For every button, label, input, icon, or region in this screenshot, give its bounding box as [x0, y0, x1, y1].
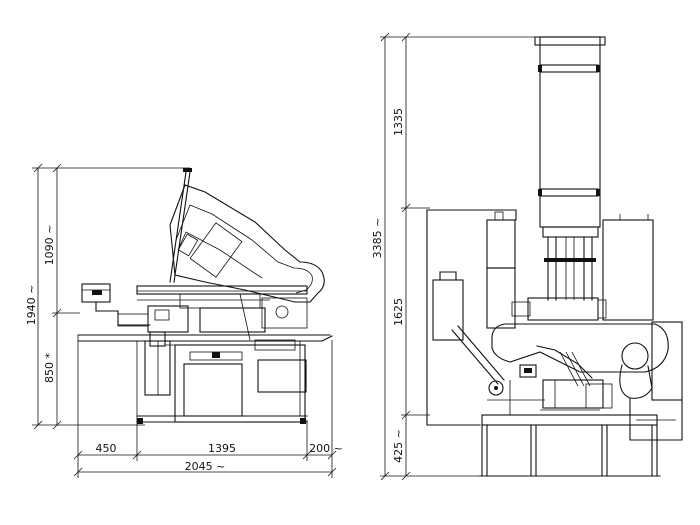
side-view-machine — [77, 168, 333, 424]
dim-front-height-total: 3385 ~ — [371, 218, 384, 259]
dim-width-right: 200 ~ — [309, 442, 343, 455]
dim-width-mid: 1395 — [208, 442, 236, 455]
side-view-height-dimensions — [32, 163, 190, 430]
front-view-height-dimensions — [380, 32, 540, 481]
dim-height-table: 850 * — [43, 353, 56, 383]
front-view: 3385 ~ 1335 1625 425 ~ — [371, 32, 683, 481]
dim-width-left: 450 — [96, 442, 117, 455]
dim-front-height-top: 1335 — [392, 108, 405, 136]
side-view: 1940 ~ 1090 ~ 850 * 450 1395 200 ~ 2045 … — [25, 163, 343, 478]
dim-height-upper: 1090 ~ — [43, 225, 56, 266]
dim-width-total: 2045 ~ — [185, 460, 226, 473]
front-view-machine — [426, 36, 683, 477]
dim-front-height-base: 425 ~ — [392, 429, 405, 463]
dim-front-height-mid: 1625 — [392, 298, 405, 326]
dim-height-total: 1940 ~ — [25, 285, 38, 326]
side-view-width-dimensions — [73, 335, 337, 478]
